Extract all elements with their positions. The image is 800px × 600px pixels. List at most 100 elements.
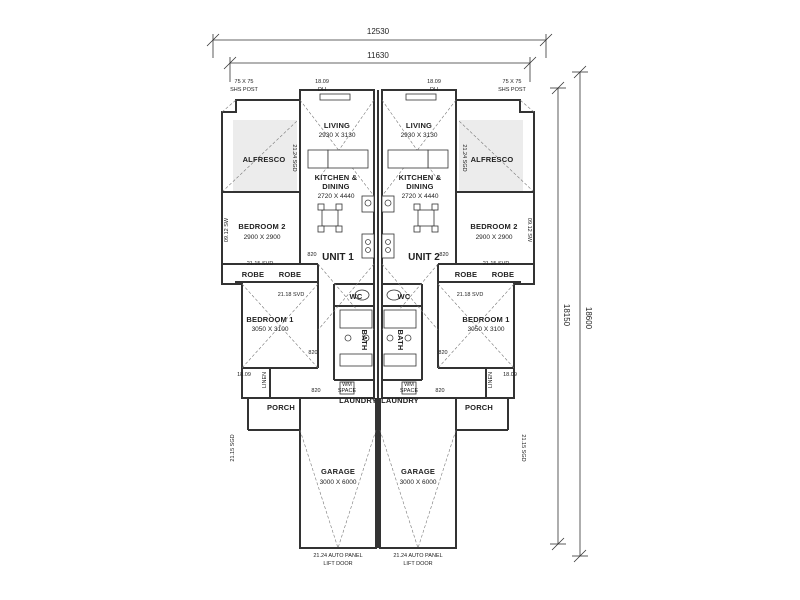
post-label-1: 75 X 75 [503,79,522,85]
dh-label-2: DH [430,87,438,93]
sofa [387,149,429,169]
pantry [361,233,375,259]
dimension-depth-overall: 18600 [572,65,593,563]
sofa [327,149,369,169]
door-width-note: 820 [307,252,316,258]
bedroom-1-size: 3050 X 3100 [468,326,505,333]
wm-space [339,381,355,395]
garage-size: 3000 X 6000 [320,479,357,486]
unit-1-garage-wall [299,398,377,549]
linen-label: LINEN [262,372,268,388]
bedroom-1-label: BEDROOM 1 [462,315,509,324]
dining-table [321,209,339,227]
window-note-robe-svd: 21.15 SVD [247,261,274,267]
bedroom-2-label: BEDROOM 2 [238,222,285,231]
garage-label: GARAGE [321,467,355,476]
robe-label: ROBE [455,270,477,279]
laundry-label: LAUNDRY [339,396,377,405]
tv-unit [405,93,437,101]
window-note-porch-sgd: 21.15 SGD [520,434,526,461]
fridge [361,195,375,213]
bath-label: BATH [360,329,369,350]
kitchen-label-1: KITCHEN & [315,173,358,182]
garage-door-label-2: LIFT DOOR [403,561,432,567]
shower [339,353,373,367]
bedroom-1-size: 3050 X 3100 [252,326,289,333]
garage-door-label-2: LIFT DOOR [323,561,352,567]
bedroom-2-size: 2900 X 2900 [244,234,281,241]
window-note-bed1-dh: 18.09 [503,372,517,378]
robe-label: ROBE [279,270,301,279]
wm-label-1: WM [404,382,414,388]
garage-door-label-1: 21.24 AUTO PANEL [313,553,362,559]
bath-label: BATH [396,329,405,350]
dh-label-2: DH [318,87,326,93]
laundry-label: LAUNDRY [381,396,419,405]
alfresco-label: ALFRESCO [471,155,514,164]
kitchen-label-2: DINING [322,182,349,191]
kitchen-size: 2720 X 4440 [402,193,439,200]
kitchen-size: 2720 X 4440 [318,193,355,200]
window-note-sgd: 21.24 SGD [461,144,467,171]
window-note-bed1-svd: 21.18 SVD [278,292,305,298]
toilet [386,289,402,301]
wm-space [401,381,417,395]
overall-width-label: 12530 [367,27,390,36]
bathtub [339,309,373,329]
garage-size: 3000 X 6000 [400,479,437,486]
dh-label-1: 18.09 [427,79,441,85]
window-note-sw: 09.12 SW [526,218,532,243]
living-size: 2930 X 3130 [319,132,356,139]
bedroom-1-label: BEDROOM 1 [246,315,293,324]
window-note-bed1-dh: 18.09 [237,372,251,378]
porch-label: PORCH [465,403,493,412]
sofa [427,149,449,169]
wm-label-2: SPACE [400,388,419,394]
dh-label-1: 18.09 [315,79,329,85]
window-note-sgd: 21.24 SGD [291,144,297,171]
robe-label: ROBE [242,270,264,279]
living-size: 2930 X 3130 [401,132,438,139]
unit-1: 75 X 75 SHS POST 18.09 DH ALFRESCO LIVIN… [221,79,377,567]
unit-label: UNIT 1 [322,252,354,263]
living-label: LIVING [324,121,350,130]
window-note-porch-sgd: 21.15 SGD [230,434,236,461]
door-width-note: 820 [439,252,448,258]
unit-2-garage-wall [379,398,457,549]
shower [383,353,417,367]
post-label-2: SHS POST [498,87,526,93]
post-label-2: SHS POST [230,87,258,93]
window-note-bed1-svd: 21.18 SVD [457,292,484,298]
window-note-sw: 09.12 SW [224,217,230,242]
door-width-note: 820 [435,388,444,394]
inner-width-label: 11630 [367,51,389,60]
bathtub [383,309,417,329]
porch-label: PORCH [267,403,295,412]
alfresco-label: ALFRESCO [243,155,286,164]
garage-door-label-1: 21.24 AUTO PANEL [393,553,442,559]
basin [344,334,352,342]
wm-label-2: SPACE [338,388,357,394]
bedroom-2-label: BEDROOM 2 [470,222,517,231]
unit-2: 75 X 75 SHS POST 18.09 DH ALFRESCO LIVIN… [379,79,535,567]
alfresco-area [459,120,523,192]
unit-1-outer-wall [221,89,375,399]
wm-label-1: WM [342,382,352,388]
toilet [354,289,370,301]
pantry [381,233,395,259]
door-width-note: 820 [308,350,317,356]
wc-label: WC [350,292,363,301]
bedroom-2-size: 2900 X 2900 [476,234,513,241]
robe-label: ROBE [492,270,514,279]
depth-inner-label: 18150 [562,304,571,327]
fridge [381,195,395,213]
sofa [307,149,329,169]
dimension-depth-inner: 18150 [550,81,571,551]
door-width-note: 820 [311,388,320,394]
door-width-note: 820 [438,350,447,356]
unit-2-outer-wall [381,89,535,399]
kitchen-label-2: DINING [406,182,433,191]
post-label-1: 75 X 75 [235,79,254,85]
dimension-inner-width: 11630 [223,51,537,82]
